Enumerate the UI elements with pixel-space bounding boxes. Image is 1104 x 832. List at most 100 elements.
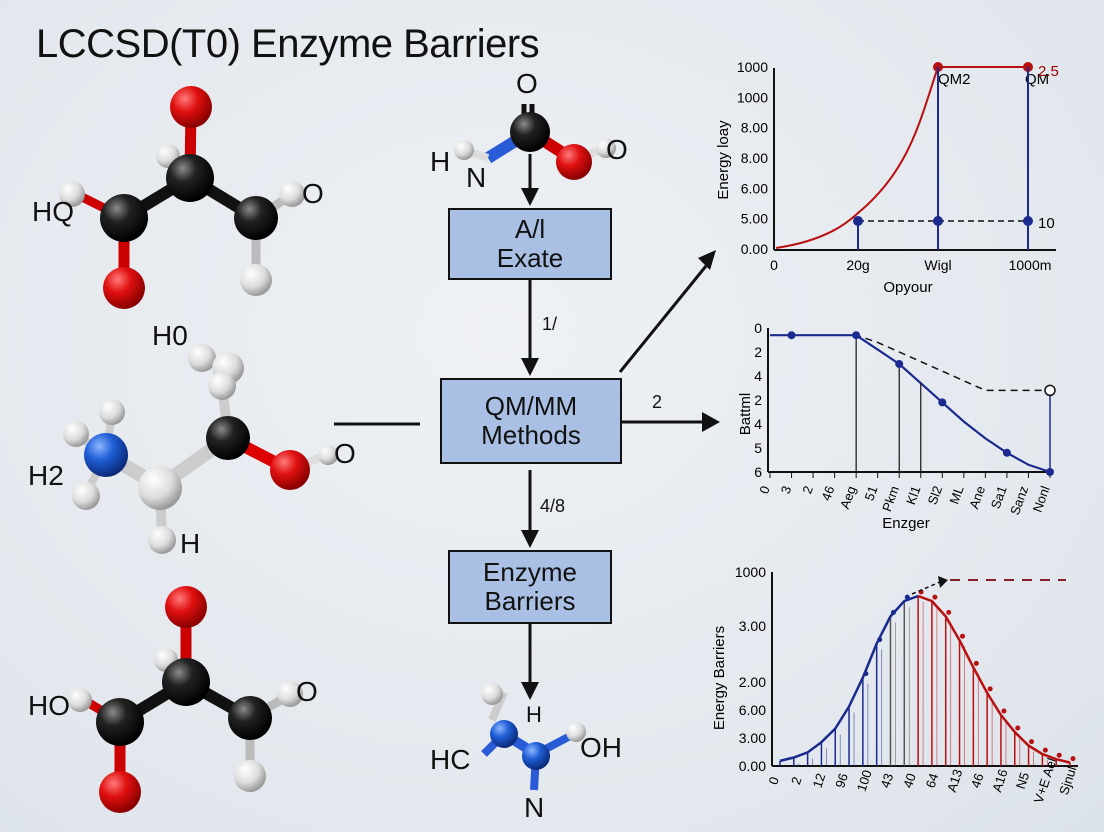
chart1-y-tick-label: 6.00 xyxy=(741,180,768,196)
chart3-point xyxy=(987,686,993,692)
chart3-point xyxy=(1001,708,1007,714)
flow-box-exate-line2: Exate xyxy=(496,243,564,273)
chart3-point xyxy=(946,609,952,615)
chart2-x-tick-label: Aeg xyxy=(837,484,859,511)
chart2-x-tick-label: Kl1 xyxy=(903,484,924,507)
label-center-n: N xyxy=(466,162,487,193)
label-ho: HO xyxy=(28,690,70,721)
molecule-middle xyxy=(63,344,338,554)
chart3-x-tick-label: 40 xyxy=(900,771,919,789)
chart3-x-tick-label: A16 xyxy=(989,767,1010,794)
chart3-x-tick-label: 12 xyxy=(810,771,829,789)
chart3-y-tick-label: 0.00 xyxy=(739,758,766,774)
chart2-point xyxy=(1002,448,1011,457)
chart1-point-c xyxy=(1023,216,1033,226)
label-o-mid: O xyxy=(334,438,356,469)
chart1-y-tick-label: 8.00 xyxy=(741,120,768,136)
chart2-y-tick-label: 0 xyxy=(754,320,762,336)
label-center-o2: O xyxy=(606,134,628,165)
annotation-10: 10 xyxy=(1038,215,1055,232)
chart3-x-tick-label: N5 xyxy=(1013,770,1032,790)
left-molecules xyxy=(59,86,420,813)
chart1-point-b xyxy=(933,216,943,226)
flow-label-1: 1/ xyxy=(542,314,558,334)
chart1-y-tick-label: 0.00 xyxy=(741,241,768,257)
chart1-point-a xyxy=(853,216,863,226)
arrows-to-charts xyxy=(618,250,720,432)
label-center-hc: HC xyxy=(430,744,471,775)
chart3-x-tick-label: V+E Ael xyxy=(1031,756,1060,805)
chart3-x-tick-label: A13 xyxy=(944,767,965,794)
chart2-main-series xyxy=(770,334,1051,474)
label-center-h: H xyxy=(430,146,451,177)
label-center-n2: N xyxy=(524,792,545,823)
label-h0: H0 xyxy=(152,320,188,351)
label-h-mid: H xyxy=(180,528,201,559)
annotation-2-5: 2.5 xyxy=(1038,63,1059,80)
chart3-y-tick-label: 2.00 xyxy=(739,674,766,690)
chart3-point xyxy=(973,660,979,666)
chart3-x-tick-label: 100 xyxy=(854,768,875,793)
chart3-point xyxy=(1042,747,1048,753)
chart3-point xyxy=(932,594,938,600)
chart2-point xyxy=(938,398,947,407)
chart3-x-tick-label: 46 xyxy=(968,771,987,789)
chart1-x-tick-label: 20g xyxy=(846,257,869,273)
chart1-y-tick-label: 1000 xyxy=(737,89,768,105)
flow-box-enzyme-line2: Barriers xyxy=(484,586,576,616)
chart3-y-tick-label: 6.00 xyxy=(739,702,766,718)
flow-box-enzyme-line1: Enzyme xyxy=(483,557,577,588)
chart2-x-tick-label: 46 xyxy=(818,484,837,503)
label-h2: H2 xyxy=(28,460,64,491)
chart2-x-tick-label: Pkm xyxy=(879,484,902,514)
chart3-point xyxy=(863,671,869,677)
flow-box-enzyme-barriers: Enzyme Barriers xyxy=(448,550,612,624)
chart3-x-tick-label: 64 xyxy=(923,771,942,789)
chart2-ylabel: Battml xyxy=(737,393,754,436)
chart2-x-tick-label: 0 xyxy=(756,484,773,496)
molecule-center-top xyxy=(454,104,616,180)
chart2-y-tick-label: 4 xyxy=(754,368,762,384)
chart2-x-tick-label: Sl2 xyxy=(925,484,946,507)
chart3-x-tick-label: Sjnul xyxy=(1056,764,1079,796)
chart2-y-tick-label: 4 xyxy=(754,416,762,432)
chart1-y-tick-label: 1000 xyxy=(737,59,768,75)
chart3-ylabel: Energy Barriers xyxy=(711,626,728,730)
molecule-center-bottom xyxy=(481,683,586,791)
chart2-x-tick-label: ML xyxy=(946,484,966,506)
chart2-point xyxy=(852,331,861,340)
chart2-x-tick-label: 2 xyxy=(799,484,816,496)
chart2-dashed-series xyxy=(770,334,1050,392)
chart2-x-tick-label: 51 xyxy=(861,484,880,503)
chart2-y-tick-label: 2 xyxy=(754,344,762,360)
chart3-point xyxy=(1070,756,1076,762)
chart1-ylabel: Energy loay xyxy=(715,120,732,200)
chart3-point xyxy=(890,609,896,615)
flow-label-3: 4/8 xyxy=(540,496,566,516)
annotation-qm: QM xyxy=(1025,71,1049,88)
molecule-bottom xyxy=(68,586,303,813)
chart3-point xyxy=(960,633,966,639)
chart3-y-tick-label: 3.00 xyxy=(739,618,766,634)
label-center-o: O xyxy=(516,68,538,99)
chart1-x-tick-label: 1000m xyxy=(1009,257,1052,273)
chart1-red-curve xyxy=(775,66,939,249)
chart3-y-tick-label: 3.00 xyxy=(739,730,766,746)
chart3-point xyxy=(904,594,910,600)
chart2-xlabel: Enzger xyxy=(882,515,930,532)
chart3-point xyxy=(1056,752,1062,758)
chart2-end-marker xyxy=(1044,384,1056,397)
chart2-x-tick-label: Sanz xyxy=(1007,484,1031,517)
annotation-qm2: QM2 xyxy=(938,71,971,88)
chart1-x-tick-label: 0 xyxy=(770,257,778,273)
page-title: LCCSD(T0) Enzyme Barriers xyxy=(36,22,540,66)
chart1-y-tick-label: 8.00 xyxy=(741,150,768,166)
chart2-x-tick-label: Nonl xyxy=(1030,484,1053,514)
chart3-point xyxy=(1029,739,1035,745)
chart2-x-tick-label: 3 xyxy=(778,484,795,496)
center-flow-graphics xyxy=(454,104,616,791)
